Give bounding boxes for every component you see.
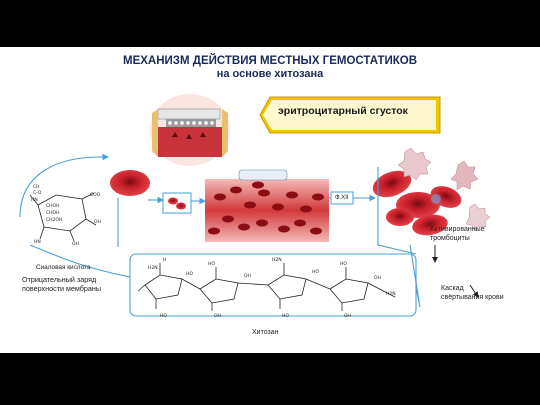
- svg-text:HO: HO: [208, 261, 215, 267]
- svg-text:OH: OH: [214, 313, 221, 319]
- banner-label: эритроцитарный сгусток: [278, 105, 408, 117]
- cascade-label-line2: свёртывания крови: [441, 294, 504, 301]
- platelets-label-line1: Активированные: [430, 226, 485, 233]
- slide-subtitle: на основе хитозана: [216, 68, 324, 80]
- svg-text:HN: HN: [34, 239, 41, 245]
- svg-text:H2N: H2N: [386, 291, 396, 297]
- arrow-to-cascade: [469, 284, 479, 298]
- chitosan-label: Хитозан: [252, 329, 279, 336]
- svg-text:HO: HO: [340, 261, 347, 267]
- svg-text:CH: CH: [33, 184, 40, 190]
- svg-text:CHOH: CHOH: [46, 210, 59, 216]
- svg-text:CH2OH: CH2OH: [46, 217, 62, 223]
- svg-text:HO: HO: [312, 269, 319, 275]
- flow-connectors: [19, 153, 421, 317]
- cascade-label-line1: Каскад: [441, 285, 464, 292]
- svg-text:H2N: H2N: [148, 265, 158, 271]
- platelets-label-line2: тромбоциты: [430, 235, 470, 242]
- chitosan-atoms: H2N H HO HO OH H2N HO HO OH HO OH HO OH H2N: [148, 257, 396, 319]
- sialic-acid-structure: [29, 192, 97, 242]
- svg-text:C-O: C-O: [33, 190, 42, 196]
- sialic-acid-label: Сиаловая кислота: [36, 264, 91, 271]
- svg-text:CHOH: CHOH: [46, 203, 59, 209]
- slide: МЕХАНИЗМ ДЕЙСТВИЯ МЕСТНЫХ ГЕМОСТАТИКОВ н…: [0, 47, 540, 353]
- slide-title: МЕХАНИЗМ ДЕЙСТВИЯ МЕСТНЫХ ГЕМОСТАТИКОВ: [122, 55, 418, 67]
- svg-text:HN: HN: [31, 197, 38, 203]
- charge-label-line1: Отрицательный заряд: [22, 275, 97, 284]
- svg-text:H: H: [163, 257, 166, 263]
- svg-text:OH: OH: [72, 241, 79, 247]
- chitosan-structure: [137, 263, 396, 311]
- wound-inset-image: [150, 94, 230, 166]
- svg-text:OH: OH: [344, 313, 351, 319]
- single-erythrocyte-icon: [110, 170, 150, 196]
- svg-text:COO: COO: [90, 192, 101, 198]
- svg-text:OH: OH: [94, 219, 101, 225]
- charge-label-line2: поверхности мембраны: [22, 284, 102, 293]
- blood-vessel-image: [205, 169, 329, 242]
- svg-text:HO: HO: [282, 313, 289, 319]
- svg-text:OH: OH: [374, 275, 381, 281]
- svg-text:HO: HO: [160, 313, 167, 319]
- svg-text:OH: OH: [244, 273, 251, 279]
- svg-text:HO: HO: [186, 271, 193, 277]
- clot-platelets-image: [372, 147, 491, 236]
- factor-label: Ф.XII: [335, 195, 349, 201]
- svg-text:H2N: H2N: [272, 257, 282, 263]
